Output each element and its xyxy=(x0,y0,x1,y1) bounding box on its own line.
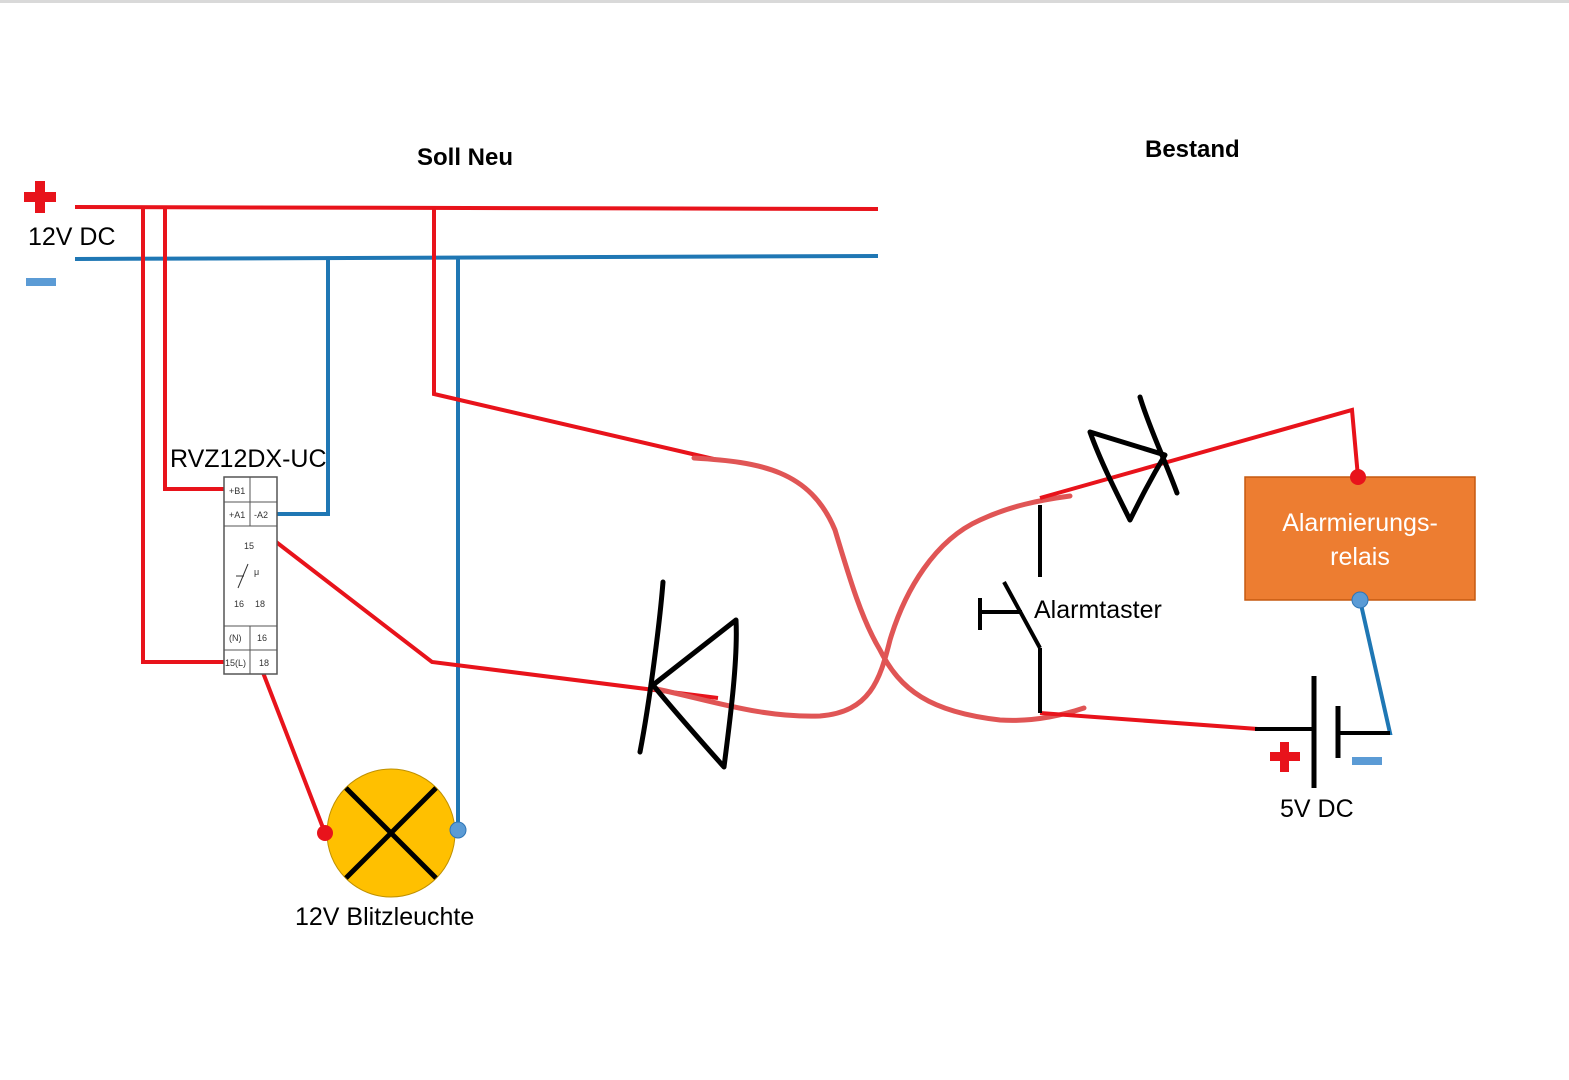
negative-bus xyxy=(74,254,879,261)
wire-a2 xyxy=(276,258,330,516)
terminal-18b: 18 xyxy=(259,658,269,668)
wire-a1-to-diode xyxy=(243,516,719,700)
diode-icon xyxy=(1087,394,1180,523)
cross-wire-lower xyxy=(649,493,1073,719)
heading-soll-neu: Soll Neu xyxy=(417,144,513,171)
wire-18-to-lamp xyxy=(260,669,327,834)
wire-b1 xyxy=(163,208,226,491)
positive-bus xyxy=(74,205,879,211)
plus-icon xyxy=(24,181,56,213)
relay-module: +B1 +A1 -A2 15 μ 16 18 (N) 16 15(L) 18 xyxy=(223,476,278,675)
wire-l15 xyxy=(141,208,226,664)
battery-icon xyxy=(1255,676,1390,788)
terminal-b1: +B1 xyxy=(229,486,245,496)
terminal-l15: 15(L) xyxy=(225,658,246,668)
terminal-16b: 16 xyxy=(257,633,267,643)
push-button-icon xyxy=(978,505,1042,713)
terminal-n: (N) xyxy=(229,633,242,643)
cross-wire-upper xyxy=(691,455,1087,723)
lamp-label: 12V Blitzleuchte xyxy=(295,903,474,931)
terminal-a1: +A1 xyxy=(229,510,245,520)
terminal-a2: -A2 xyxy=(254,510,268,520)
top-border xyxy=(0,0,1569,3)
relay-module-label: RVZ12DX-UC xyxy=(170,445,327,473)
wire-to-battery xyxy=(1039,711,1259,731)
terminal-mu: μ xyxy=(254,567,259,577)
alarm-relay-line2: relais xyxy=(1330,543,1390,571)
diode-icon xyxy=(637,579,739,770)
lamp-icon xyxy=(317,768,467,898)
minus-icon xyxy=(26,278,56,286)
supply-5v-label: 5V DC xyxy=(1280,795,1354,823)
wire-relay-negative xyxy=(1342,599,1393,735)
terminal-18: 18 xyxy=(255,599,265,609)
alarm-relay-line1: Alarmierungs- xyxy=(1282,509,1438,537)
minus-icon xyxy=(1352,757,1382,765)
alarm-relay-box: Alarmierungs- relais xyxy=(1244,469,1476,609)
alarm-button-label: Alarmtaster xyxy=(1034,596,1162,624)
wire-to-alarm-relay xyxy=(1039,407,1360,500)
wire-bus-to-cross xyxy=(432,208,719,462)
plus-icon xyxy=(1270,742,1300,772)
terminal-15: 15 xyxy=(244,541,254,551)
supply-12v-label: 12V DC xyxy=(28,223,116,251)
terminal-16: 16 xyxy=(234,599,244,609)
heading-bestand: Bestand xyxy=(1145,136,1240,163)
